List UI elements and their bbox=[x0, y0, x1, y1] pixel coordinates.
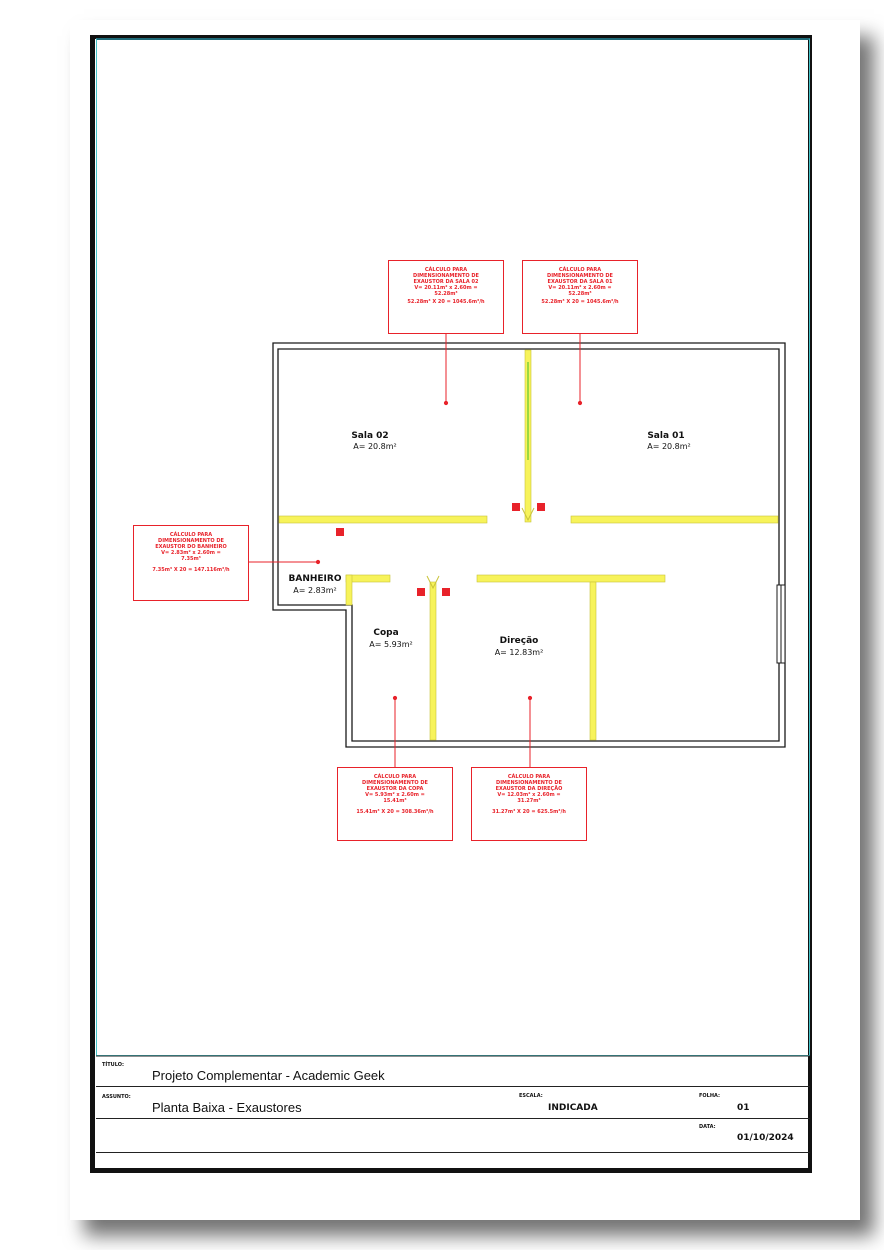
note-line: V= 2.83m² x 2.60m = bbox=[161, 550, 221, 556]
note-line: EXAUSTOR DO BANHEIRO bbox=[155, 544, 227, 550]
note-line: 31.27m³ bbox=[517, 798, 541, 804]
room-area-sala-02: A= 20.8m² bbox=[353, 442, 397, 451]
subject: Planta Baixa - Exaustores bbox=[152, 1100, 302, 1115]
room-name-copa: Copa bbox=[373, 628, 399, 638]
title-block-divider bbox=[96, 1118, 810, 1119]
note-line: 52.28m³ bbox=[568, 291, 592, 297]
note-line: V= 5.93m² x 2.60m = bbox=[365, 792, 425, 798]
room-area-sala-01: A= 20.8m² bbox=[647, 442, 691, 451]
sheet-number: 01 bbox=[737, 1103, 750, 1113]
room-name-sala-01: Sala 01 bbox=[647, 431, 685, 441]
note-banheiro: CÁLCULO PARA DIMENSIONAMENTO DE EXAUSTOR… bbox=[133, 525, 249, 601]
note-line: DIMENSIONAMENTO DE bbox=[362, 780, 428, 786]
titulo-label: TÍTULO: bbox=[102, 1062, 124, 1068]
note-result: 15.41m³ X 20 = 308.36m³/h bbox=[356, 809, 434, 815]
note-line: V= 20.11m² x 2.60m = bbox=[548, 285, 612, 291]
note-sala-01: CÁLCULO PARA DIMENSIONAMENTO DE EXAUSTOR… bbox=[522, 260, 638, 334]
note-direcao: CÁLCULO PARA DIMENSIONAMENTO DE EXAUSTOR… bbox=[471, 767, 587, 841]
note-result: 31.27m³ X 20 = 625.5m³/h bbox=[492, 809, 566, 815]
note-line: 15.41m³ bbox=[383, 798, 407, 804]
note-line: 52.28m³ bbox=[434, 291, 458, 297]
drawing-sheet bbox=[90, 35, 812, 1173]
note-line: CÁLCULO PARA bbox=[558, 267, 602, 273]
leader-lines bbox=[249, 334, 583, 767]
note-line: CÁLCULO PARA bbox=[169, 532, 213, 538]
exhaust-fans bbox=[336, 503, 545, 596]
note-line: CÁLCULO PARA bbox=[373, 774, 417, 780]
escala-label: ESCALA: bbox=[519, 1093, 543, 1099]
note-line: DIMENSIONAMENTO DE bbox=[547, 273, 613, 279]
door-swings bbox=[426, 507, 535, 590]
note-line: DIMENSIONAMENTO DE bbox=[413, 273, 479, 279]
date-value: 01/10/2024 bbox=[737, 1133, 794, 1143]
note-line: 7.35m³ bbox=[181, 556, 201, 562]
note-line: V= 12.03m² x 2.60m = bbox=[497, 792, 561, 798]
note-result: 7.35m³ X 20 = 147.116m³/h bbox=[152, 567, 230, 573]
scale-value: INDICADA bbox=[548, 1103, 598, 1113]
note-line: DIMENSIONAMENTO DE bbox=[496, 780, 562, 786]
note-result: 52.28m³ X 20 = 1045.6m³/h bbox=[541, 299, 619, 305]
note-line: EXAUSTOR DA DIREÇÃO bbox=[495, 786, 563, 792]
data-label: DATA: bbox=[699, 1124, 716, 1130]
room-name-sala-02: Sala 02 bbox=[351, 431, 389, 441]
folha-label: FOLHA: bbox=[699, 1093, 720, 1099]
note-line: CÁLCULO PARA bbox=[507, 774, 551, 780]
exterior-walls bbox=[272, 342, 786, 748]
note-copa: CÁLCULO PARA DIMENSIONAMENTO DE EXAUSTOR… bbox=[337, 767, 453, 841]
window bbox=[776, 584, 786, 664]
project-title: Projeto Complementar - Academic Geek bbox=[152, 1068, 385, 1083]
note-line: DIMENSIONAMENTO DE bbox=[158, 538, 224, 544]
note-result: 52.28m³ X 20 = 1045.6m³/h bbox=[407, 299, 485, 305]
room-name-direcao: Direção bbox=[499, 636, 539, 646]
assunto-label: ASSUNTO: bbox=[102, 1094, 131, 1100]
note-line: CÁLCULO PARA bbox=[424, 267, 468, 273]
note-line: EXAUSTOR DA COPA bbox=[366, 786, 424, 792]
note-line: V= 20.11m² x 2.60m = bbox=[414, 285, 478, 291]
room-area-direcao: A= 12.83m² bbox=[494, 648, 544, 657]
room-area-banheiro: A= 2.83m² bbox=[293, 586, 337, 595]
room-area-copa: A= 5.93m² bbox=[369, 640, 413, 649]
note-line: EXAUSTOR DA SALA 02 bbox=[413, 279, 479, 285]
title-block-divider bbox=[96, 1152, 810, 1153]
note-sala-02: CÁLCULO PARA DIMENSIONAMENTO DE EXAUSTOR… bbox=[388, 260, 504, 334]
title-block-divider bbox=[96, 1086, 810, 1087]
room-name-banheiro: BANHEIRO bbox=[288, 574, 342, 584]
note-line: EXAUSTOR DA SALA 01 bbox=[547, 279, 613, 285]
